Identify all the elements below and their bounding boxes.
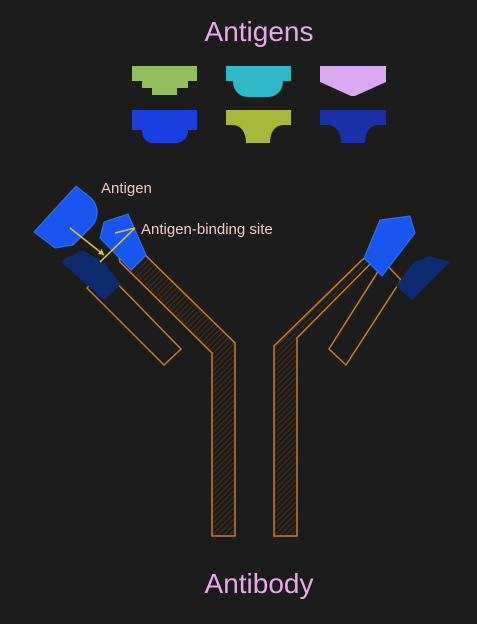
antigen-label: Antigen [101,180,152,197]
left-light-chain-tip [61,250,121,300]
antigens-title: Antigens [205,16,314,47]
lilac-antigen-icon [320,66,386,96]
left-binding-site [99,213,147,271]
binding-site-label: Antigen-binding site [141,221,273,238]
right-light-chain-tip [396,256,450,300]
royal-blue-antigen-icon [132,110,197,143]
bound-antigen [33,185,98,249]
pointer-lines [69,227,136,263]
antibody [33,185,450,537]
teal-antigen-icon [226,66,291,97]
binding-site-pointer-2 [114,227,136,234]
antibody-heavy-chain-left [111,223,236,537]
binding-site-pointer-1 [99,227,136,263]
antigen-pointer [69,227,105,256]
navy-antigen-icon [320,110,386,143]
antibody-caption: Antibody [205,568,314,599]
olive-antigen-icon [226,110,291,143]
green-antigen-icon [132,66,197,95]
right-binding-site [363,215,416,277]
antigen-pointer-arrowhead [98,249,104,255]
antibody-light-chain-right [328,260,402,367]
antigen-swatches [132,66,386,143]
